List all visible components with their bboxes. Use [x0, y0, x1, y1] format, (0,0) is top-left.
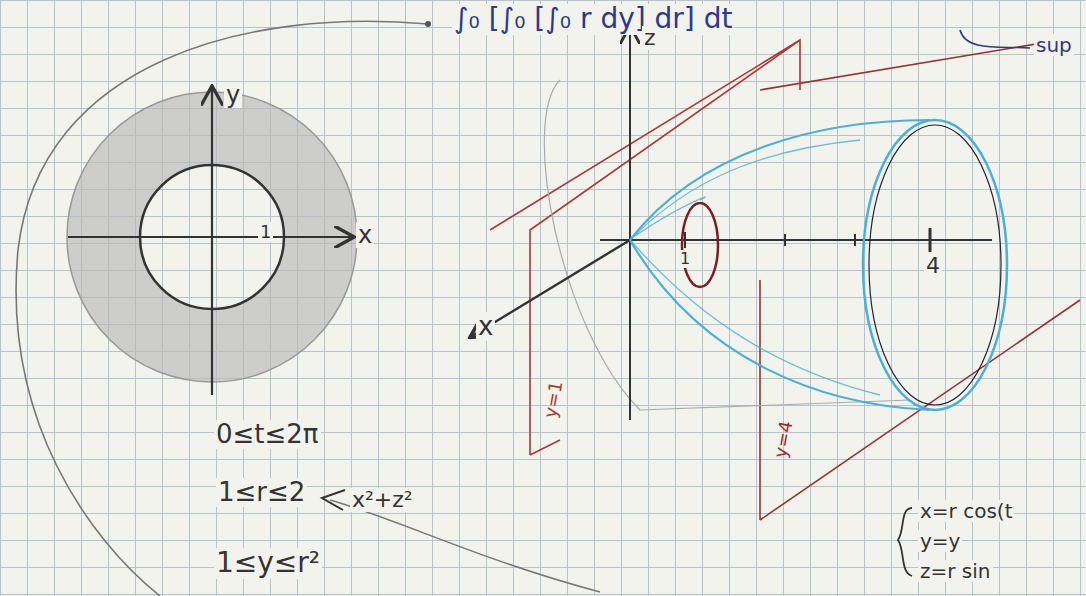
tick-label: 4 [924, 254, 942, 278]
pencil-loop [16, 21, 428, 596]
parametrization: y=y [918, 530, 962, 552]
axis-label: y [224, 82, 242, 108]
radius-label: 1 [258, 222, 273, 242]
bound: 1≤r≤2 [216, 478, 307, 507]
integral-note: ∫₀ [∫₀ [∫₀ r dy] dr] dt [452, 4, 734, 35]
plane-y4 [760, 40, 1080, 520]
expression: x²+z² [350, 488, 415, 512]
axis-label: z [642, 26, 658, 50]
paraboloid [630, 120, 930, 410]
leader-line [330, 500, 600, 592]
parametrization: z=r sin [918, 560, 993, 582]
plane-label: y=1 [540, 377, 567, 421]
plane-label: y=4 [770, 417, 797, 461]
tick-label: 1 [678, 250, 692, 268]
plane-y1 [490, 40, 800, 455]
note: sup [1034, 34, 1074, 56]
axis-label: x [476, 312, 495, 341]
bound: 1≤y≤r² [214, 548, 322, 579]
bound: 0≤t≤2π [214, 420, 321, 449]
axis-label: x [356, 222, 374, 248]
parametrization: x=r cos(t [918, 500, 1014, 522]
